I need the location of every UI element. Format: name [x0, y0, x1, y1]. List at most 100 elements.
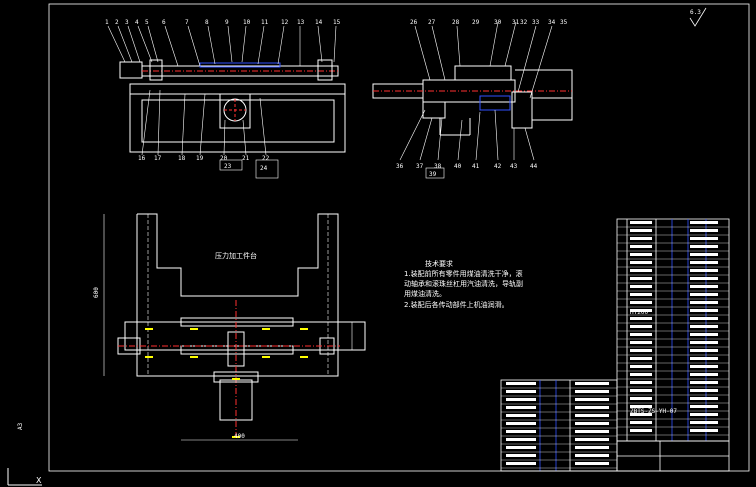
parts-cell-text-block [630, 253, 652, 256]
tb-cell-text-block [575, 430, 609, 433]
tb-cell-text-block [575, 422, 609, 425]
tech-heading: 技术要求 [425, 259, 453, 268]
parts-list-rows [617, 221, 729, 436]
parts-cell-text-block [630, 245, 652, 248]
parts-cell-text-block [690, 333, 718, 336]
title-block[interactable] [500, 379, 730, 472]
balloon-26: 26 [410, 19, 418, 26]
parts-cell-text-block [630, 317, 652, 320]
work-table-outline[interactable] [136, 213, 339, 377]
parts-cell-text-block [690, 301, 718, 304]
nut-bracket[interactable] [219, 93, 251, 129]
balloon-2: 2 [115, 19, 119, 26]
balloon-1: 1 [105, 19, 109, 26]
sheet-size-label: A3 [17, 422, 24, 430]
parts-cell-text-block [690, 341, 718, 344]
side-motor-body[interactable] [531, 97, 573, 121]
svg-text:X: X [36, 476, 42, 485]
parts-cell-text-block [630, 261, 652, 264]
tb-cell-text-block [506, 438, 536, 441]
balloon-11: 11 [261, 19, 269, 26]
balloon-27: 27 [428, 19, 436, 26]
tb-cell-text-block [506, 382, 536, 385]
parts-cell-text-block [630, 365, 652, 368]
parts-cell-text-block [690, 349, 718, 352]
balloon-8: 8 [205, 19, 209, 26]
balloon-9: 9 [225, 19, 229, 26]
balloon-17: 17 [154, 155, 162, 162]
parts-cell-text-block [690, 293, 718, 296]
balloon-36: 36 [396, 163, 404, 170]
parts-cell-text-block [690, 389, 718, 392]
tb-cell-text-block [506, 446, 536, 449]
side-slide-block[interactable] [454, 65, 512, 81]
parts-cell-text-block [690, 365, 718, 368]
side-lower-flange[interactable] [422, 101, 446, 119]
tb-cell-text-block [575, 446, 609, 449]
parts-cell-text-block [690, 277, 718, 280]
balloon-37: 37 [416, 163, 424, 170]
tech-line-2: 动轴承和滚珠丝杠用汽油清洗，导轨副 [404, 279, 523, 288]
balloon-40: 40 [454, 163, 462, 170]
guide-rail-upper[interactable] [180, 317, 294, 327]
parts-cell-text-block [690, 381, 718, 384]
parts-cell-text-block [630, 381, 652, 384]
side-view-leaders [399, 21, 553, 161]
parts-cell-text-block [630, 325, 652, 328]
drawing-border [48, 3, 750, 472]
parts-list-table[interactable]: HT200 ZBTS-ZS-YH-07 [616, 218, 730, 442]
parts-cell-text-block [690, 309, 718, 312]
left-bearing-housing[interactable] [149, 59, 163, 81]
plan-lower-flange[interactable] [213, 371, 259, 383]
balloon-41: 41 [472, 163, 480, 170]
parts-cell-text-block [630, 349, 652, 352]
balloon-29: 29 [472, 19, 480, 26]
balloon-3: 3 [125, 19, 129, 26]
carriage-plate[interactable] [124, 321, 366, 351]
balloon-38: 38 [434, 163, 442, 170]
balloon-21: 21 [242, 155, 250, 162]
balloon-18: 18 [178, 155, 186, 162]
sub-label-box-23 [219, 159, 243, 171]
right-bearing-housing[interactable] [317, 59, 333, 81]
parts-cell-text-block [630, 301, 652, 304]
balloon-5: 5 [145, 19, 149, 26]
parts-cell-text-block [630, 309, 652, 312]
balloon-19: 19 [196, 155, 204, 162]
balloon-15: 15 [333, 19, 341, 26]
parts-cell-text-block [690, 269, 718, 272]
balloon-34: 34 [548, 19, 556, 26]
parts-cell-text-block [690, 325, 718, 328]
tb-cell-text-block [506, 422, 536, 425]
tb-cell-text-block [575, 398, 609, 401]
base-frame-inner[interactable] [141, 99, 335, 143]
plan-dimension-ticks [145, 328, 308, 438]
tb-cell-text-block [506, 406, 536, 409]
balloon-33: 33 [532, 19, 540, 26]
parts-cell-text-block [690, 285, 718, 288]
parts-cell-text-block [630, 221, 652, 224]
plan-view[interactable]: 压力加工件台 600 400 [93, 213, 366, 441]
balloon-7: 7 [185, 19, 189, 26]
balloon-43: 43 [510, 163, 518, 170]
parts-cell-text-block [630, 277, 652, 280]
balloon-4: 4 [135, 19, 139, 26]
tech-line-3: 用煤油清洗。 [404, 289, 446, 298]
tb-cell-text-block [506, 398, 536, 401]
tb-cell-text-block [575, 390, 609, 393]
ucs-icon: X [7, 468, 42, 486]
tech-line-1: 1.装配前所有零件用煤油清洗干净，滚 [404, 269, 523, 278]
parts-cell-text-block [690, 405, 718, 408]
balloon-35: 35 [560, 19, 568, 26]
balloon-6: 6 [162, 19, 166, 26]
tb-cell-text-block [575, 382, 609, 385]
tb-cell-text-block [575, 454, 609, 457]
tb-cell-text-block [575, 406, 609, 409]
title-block-rows [501, 382, 617, 469]
